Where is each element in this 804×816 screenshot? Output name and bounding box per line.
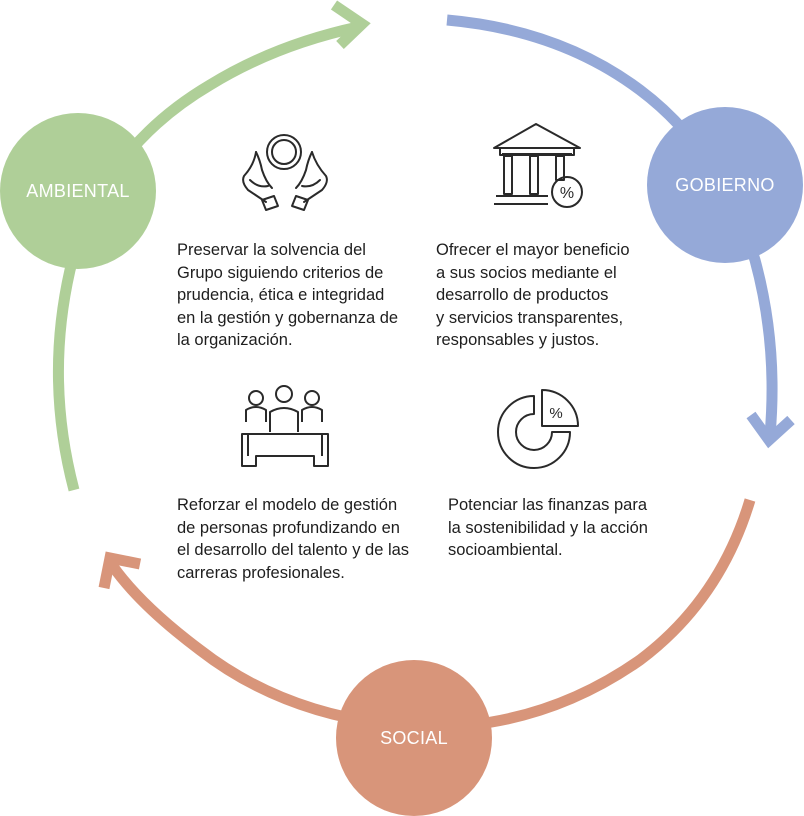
personas-text: Reforzar el modelo de gestión de persona… bbox=[177, 494, 409, 584]
gobierno-label: GOBIERNO bbox=[675, 174, 775, 195]
finanzas-text: Potenciar las finanzas para la sostenibi… bbox=[448, 494, 648, 562]
gobierno-arrowhead bbox=[746, 411, 795, 449]
text-line: desarrollo de productos bbox=[436, 286, 609, 304]
text-line: y servicios transparentes, bbox=[436, 308, 624, 327]
text-line: la sostenibilidad y la acción bbox=[448, 518, 648, 537]
ambiental-label: AMBIENTAL bbox=[26, 180, 130, 201]
text-line: socioambiental. bbox=[448, 541, 563, 559]
people-meeting-icon bbox=[241, 385, 329, 467]
social-node: SOCIAL bbox=[336, 660, 492, 816]
social-arrowhead bbox=[98, 551, 142, 590]
svg-text:%: % bbox=[560, 185, 574, 202]
svg-text:%: % bbox=[549, 405, 562, 422]
social-label: SOCIAL bbox=[380, 727, 448, 748]
text-line: en la gestión y gobernanza de bbox=[177, 308, 399, 327]
solvencia-text: Preservar la solvencia del Grupo siguien… bbox=[177, 239, 398, 352]
text-line: de personas profundizando en bbox=[177, 518, 400, 537]
text-line: Grupo siguiendo criterios de bbox=[177, 263, 384, 282]
hands-coin-icon bbox=[242, 134, 328, 211]
text-line: responsables y justos. bbox=[436, 331, 600, 349]
text-line: el desarrollo del talento y de las bbox=[177, 541, 410, 559]
pie-percent-icon: % bbox=[497, 389, 579, 469]
text-line: Potenciar las finanzas para bbox=[448, 496, 648, 514]
text-line: carreras profesionales. bbox=[177, 563, 345, 582]
text-line: Ofrecer el mayor beneficio bbox=[436, 241, 630, 259]
bank-percent-icon: % bbox=[493, 123, 583, 208]
ambiental-arrowhead bbox=[330, 0, 371, 49]
beneficio-text: Ofrecer el mayor beneficio a sus socios … bbox=[436, 239, 630, 352]
gobierno-node: GOBIERNO bbox=[647, 107, 803, 263]
text-line: Preservar la solvencia del bbox=[177, 241, 366, 259]
text-line: prudencia, ética e integridad bbox=[177, 286, 385, 304]
text-line: a sus socios mediante el bbox=[436, 263, 617, 282]
ambiental-node: AMBIENTAL bbox=[0, 113, 156, 269]
text-line: la organización. bbox=[177, 331, 293, 349]
text-line: Reforzar el modelo de gestión bbox=[177, 496, 398, 514]
